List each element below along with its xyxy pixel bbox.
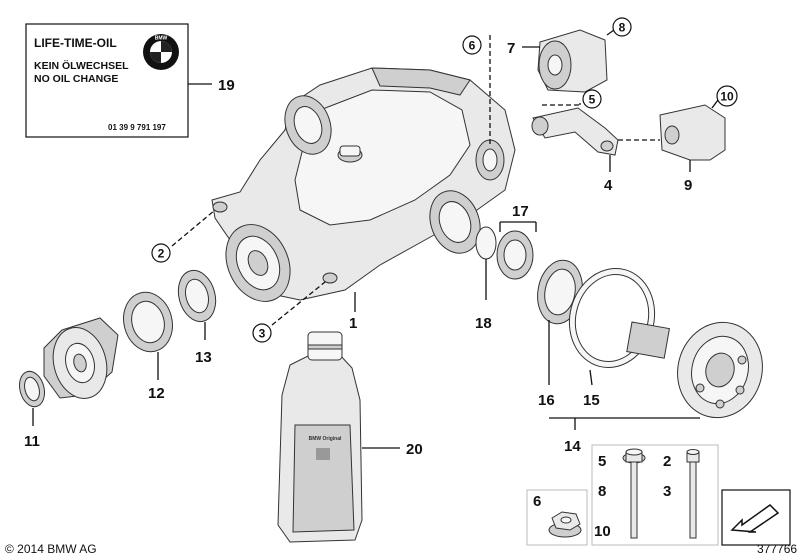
bolt-panel-col1-1: 8 xyxy=(598,483,606,500)
circlip-11 xyxy=(19,370,45,408)
callout-19: 19 xyxy=(218,77,235,94)
callout-8-badge: 8 xyxy=(612,17,632,37)
shaft-seal-13 xyxy=(177,269,217,323)
bracket-arm-4 xyxy=(531,107,619,156)
bolt-2-icon xyxy=(686,449,700,539)
callout-11: 11 xyxy=(24,433,40,450)
callout-3: 3 xyxy=(259,327,266,341)
oil-card-line2: NO OIL CHANGE xyxy=(34,73,118,85)
oil-bottle-part: BMW Original xyxy=(277,331,363,543)
output-flange-part xyxy=(43,317,119,399)
direction-arrow-icon xyxy=(721,489,791,546)
callout-6: 6 xyxy=(469,39,476,53)
bolt-panel: 5 8 10 2 3 xyxy=(591,444,719,546)
callout-10-badge: 10 xyxy=(716,85,738,107)
bmw-logo-icon: BMW xyxy=(143,34,179,70)
callout-17: 17 xyxy=(512,203,529,220)
callout-10: 10 xyxy=(720,90,734,104)
rear-differential-housing xyxy=(211,67,516,302)
callout-2-badge: 2 xyxy=(151,243,171,263)
callout-1: 1 xyxy=(349,315,357,332)
rubber-mount-7 xyxy=(537,29,608,93)
callout-2: 2 xyxy=(158,247,165,261)
bolt-panel-col1-0: 5 xyxy=(598,453,606,470)
o-ring-18 xyxy=(475,226,497,260)
bolt-panel-col2-0: 2 xyxy=(663,453,671,470)
oil-info-card: LIFE-TIME-OIL KEIN ÖLWECHSEL NO OIL CHAN… xyxy=(25,23,189,138)
nut-6-icon xyxy=(548,511,582,538)
mount-block-9 xyxy=(659,104,726,161)
callout-7: 7 xyxy=(507,40,515,57)
seal-ring-12 xyxy=(123,291,173,353)
callout-18: 18 xyxy=(475,315,492,332)
bmw-logo-letters: BMW xyxy=(155,36,168,42)
callout-6-badge: 6 xyxy=(462,35,482,55)
callout-9: 9 xyxy=(684,177,692,194)
shaft-seal-17 xyxy=(496,230,534,280)
nut-panel-label: 6 xyxy=(533,493,541,510)
oil-card-title: LIFE-TIME-OIL xyxy=(34,36,117,50)
oil-card-part-number: 01 39 9 791 197 xyxy=(108,123,166,132)
callout-4: 4 xyxy=(604,177,613,194)
callout-14: 14 xyxy=(564,438,581,455)
callout-16: 16 xyxy=(538,392,555,409)
bolt-panel-col2-1: 3 xyxy=(663,483,671,500)
callout-5-badge: 5 xyxy=(582,89,602,109)
bolt-5-icon xyxy=(622,448,646,539)
callout-12: 12 xyxy=(148,385,165,402)
footer-copyright: © 2014 BMW AG xyxy=(5,542,97,556)
nut-panel: 6 xyxy=(526,489,588,546)
oil-card-line1: KEIN ÖLWECHSEL xyxy=(34,59,129,72)
callout-13: 13 xyxy=(195,349,212,366)
callout-20: 20 xyxy=(406,441,423,458)
footer-diagram-id: 377766 xyxy=(757,542,797,556)
oil-bottle-label: BMW Original xyxy=(309,436,342,442)
bolt-panel-col1-2: 10 xyxy=(594,523,611,540)
callout-3-badge: 3 xyxy=(252,323,272,343)
callout-8: 8 xyxy=(619,21,626,35)
callout-15: 15 xyxy=(583,392,600,409)
callout-5: 5 xyxy=(589,93,596,107)
output-drive-flange xyxy=(626,321,763,419)
